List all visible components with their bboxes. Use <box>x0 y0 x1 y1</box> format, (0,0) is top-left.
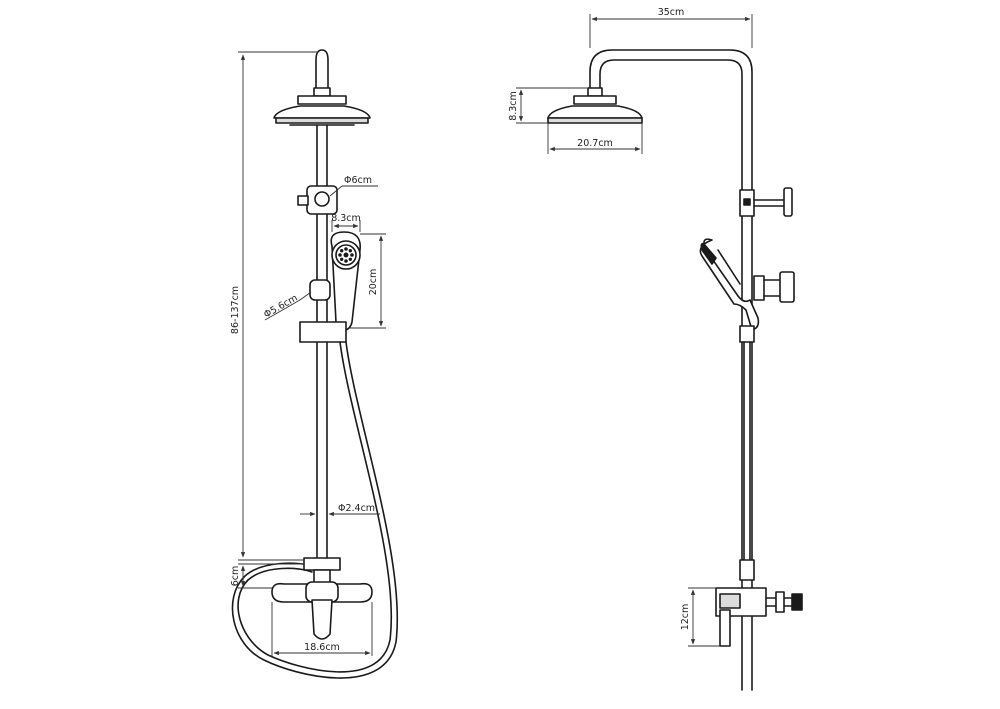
front-hand-shower-holder <box>299 279 347 343</box>
label-head-bracket-dia: Φ6cm <box>344 175 372 186</box>
side-shower-arm <box>589 49 753 191</box>
side-rain-shower-head <box>547 87 643 124</box>
dim-holder-dia: Φ5.6cm <box>262 291 312 321</box>
label-total-height: 86-137cm <box>230 286 241 334</box>
front-rain-shower-head <box>273 87 371 126</box>
dim-head-height: 8.3cm <box>508 87 588 124</box>
label-hand-shower-width: 8.3cm <box>331 213 361 224</box>
label-arm-projection: 35cm <box>658 7 685 18</box>
label-holder-dia: Φ5.6cm <box>262 293 300 321</box>
front-view: 86-137cm 6cm Φ6cm 8.3cm 20cm <box>230 49 399 679</box>
label-head-diameter: 20.7cm <box>577 138 613 149</box>
side-hand-shower-holder <box>739 271 795 343</box>
dim-hand-shower-width: 8.3cm <box>331 213 361 232</box>
label-mixer-width: 18.6cm <box>304 642 340 653</box>
dim-mixer-depth: 12cm <box>680 587 720 647</box>
side-mixer-valve <box>715 559 803 647</box>
dim-arm-projection: 35cm <box>589 7 753 48</box>
side-hand-shower <box>699 238 760 331</box>
front-mixer-valve <box>271 581 373 640</box>
side-view: 35cm 8.3cm 20.7cm 12cm <box>508 7 803 691</box>
label-hand-shower-length: 20cm <box>368 269 379 296</box>
dim-head-diameter: 20.7cm <box>547 123 643 154</box>
side-head-bracket <box>739 187 793 217</box>
dim-head-bracket-dia: Φ6cm <box>329 175 378 197</box>
label-mixer-depth: 12cm <box>680 604 691 631</box>
dim-mixer-width: 18.6cm <box>271 602 373 656</box>
dim-pipe-dia: Φ2.4cm <box>300 503 380 517</box>
label-outlet-height: 6cm <box>230 566 241 587</box>
dim-outlet-height: 6cm <box>230 563 304 589</box>
front-head-bracket <box>297 185 338 215</box>
dim-hand-shower-length: 20cm <box>350 233 386 329</box>
dim-total-height: 86-137cm <box>230 51 318 561</box>
front-hand-shower <box>330 231 361 331</box>
front-shower-arm <box>315 49 329 89</box>
label-pipe-dia: Φ2.4cm <box>338 503 375 514</box>
side-shower-hose <box>743 341 751 561</box>
label-head-height: 8.3cm <box>508 91 519 121</box>
